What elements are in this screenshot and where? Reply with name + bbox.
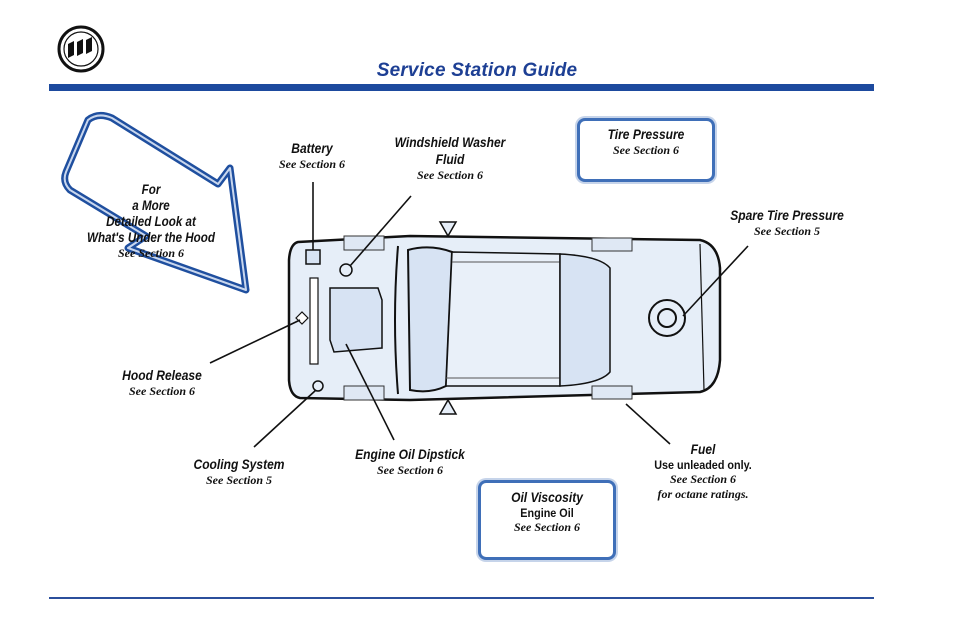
cooling-title: Cooling System xyxy=(193,456,285,472)
washer-title-line1: Windshield Washer xyxy=(394,134,506,150)
hood-release-label: Hood Release See Section 6 xyxy=(102,367,222,398)
under-hood-callout: For a More Detailed Look at What's Under… xyxy=(66,182,236,260)
fuel-note: Use unleaded only. xyxy=(654,457,752,472)
page-title: Service Station Guide xyxy=(376,60,578,81)
dipstick-section: See Section 6 xyxy=(377,462,443,477)
washer-section: See Section 6 xyxy=(417,167,483,182)
cooling-system-label: Cooling System See Section 5 xyxy=(174,456,304,487)
callout-section: See Section 6 xyxy=(118,245,184,260)
car-body xyxy=(287,221,722,415)
oil-viscosity-label: Oil Viscosity Engine Oil See Section 6 xyxy=(481,489,613,535)
oil-viscosity-section: See Section 6 xyxy=(514,520,580,535)
washer-fluid-label: Windshield Washer Fluid See Section 6 xyxy=(370,134,530,182)
spare-tire-label: Spare Tire Pressure See Section 5 xyxy=(702,207,872,238)
tire-pressure-title: Tire Pressure xyxy=(607,126,685,142)
spare-tire-title: Spare Tire Pressure xyxy=(730,207,844,223)
spare-tire-section: See Section 5 xyxy=(754,223,820,238)
hood-release-section: See Section 6 xyxy=(129,383,195,398)
tire-pressure-section: See Section 6 xyxy=(613,142,679,157)
battery-title: Battery xyxy=(291,140,333,156)
dipstick-label: Engine Oil Dipstick See Section 6 xyxy=(330,446,490,477)
callout-line3: Detailed Look at xyxy=(106,213,196,229)
tire-pressure-box xyxy=(577,118,715,182)
hood-release-title: Hood Release xyxy=(122,367,202,383)
cooling-section: See Section 5 xyxy=(206,472,272,487)
leader-lines xyxy=(209,182,749,448)
callout-line4: What's Under the Hood xyxy=(87,229,215,245)
callout-line1: For xyxy=(141,182,161,197)
footer-rule xyxy=(49,597,874,599)
title-rule xyxy=(49,84,874,91)
buick-logo-icon xyxy=(57,25,105,73)
callout-line2: a More xyxy=(132,197,170,213)
oil-viscosity-box xyxy=(478,480,616,560)
fuel-title: Fuel xyxy=(690,441,716,457)
battery-section: See Section 6 xyxy=(279,156,345,171)
callout-arrow-shape xyxy=(61,111,250,294)
oil-viscosity-title: Oil Viscosity xyxy=(511,489,583,505)
battery-label: Battery See Section 6 xyxy=(262,140,362,171)
oil-viscosity-subtitle: Engine Oil xyxy=(520,505,574,520)
fuel-label: Fuel Use unleaded only. See Section 6 fo… xyxy=(628,441,778,501)
washer-title-line2: Fluid xyxy=(435,150,465,167)
fuel-section-note: for octane ratings. xyxy=(657,486,749,501)
tire-pressure-label: Tire Pressure See Section 6 xyxy=(580,126,712,157)
dipstick-title: Engine Oil Dipstick xyxy=(355,446,465,462)
fuel-section: See Section 6 xyxy=(670,472,736,487)
